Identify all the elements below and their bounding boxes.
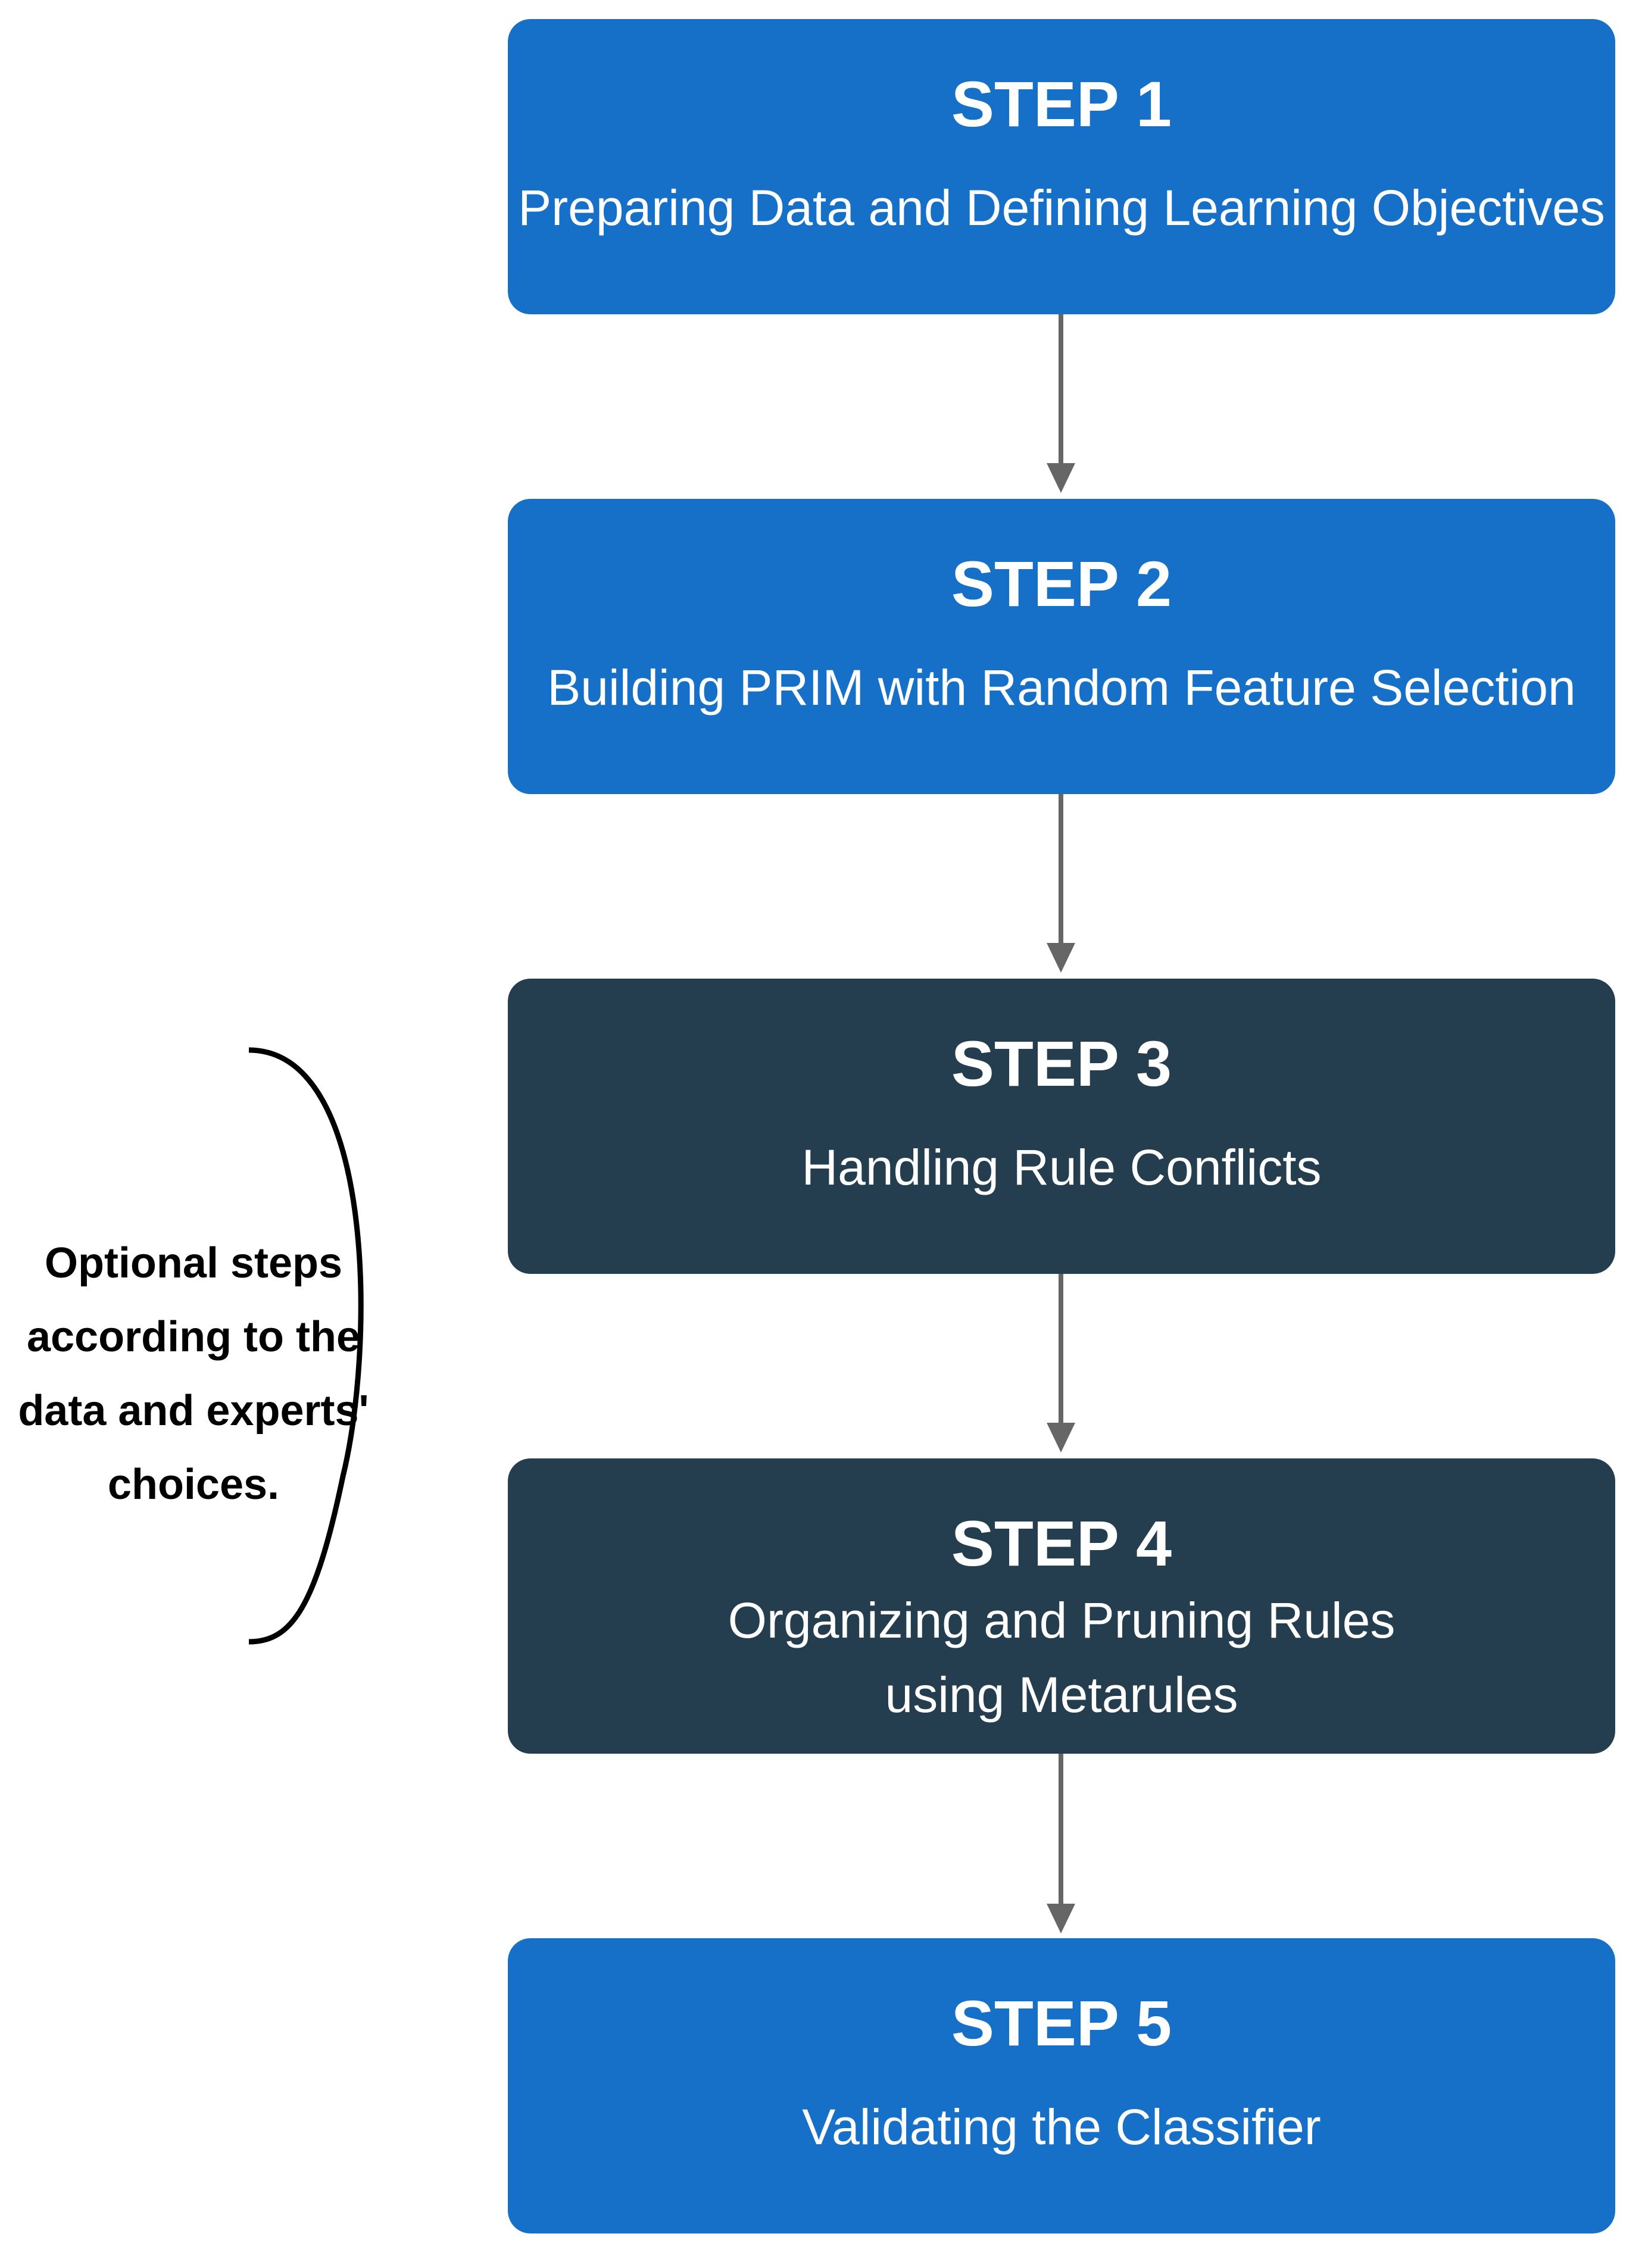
- step-2-box: STEP 2 Building PRIM with Random Feature…: [508, 499, 1615, 794]
- step-5-description: Validating the Classifier: [802, 2099, 1321, 2155]
- step-1-box: STEP 1 Preparing Data and Defining Learn…: [508, 19, 1615, 314]
- step-5-title: STEP 5: [951, 1987, 1172, 2059]
- arrow-step2-to-step3: [1047, 794, 1075, 973]
- step-2-title: STEP 2: [951, 548, 1172, 620]
- step-4-description-line-2: using Metarules: [885, 1667, 1238, 1723]
- step-4-description-line-1: Organizing and Pruning Rules: [728, 1592, 1396, 1648]
- optional-steps-bracket: [248, 1047, 364, 1645]
- step-3-box: STEP 3 Handling Rule Conflicts: [508, 979, 1615, 1274]
- step-1-title: STEP 1: [951, 68, 1172, 140]
- step-3-title: STEP 3: [951, 1027, 1172, 1099]
- arrow-step4-to-step5: [1047, 1754, 1075, 1933]
- step-3-description: Handling Rule Conflicts: [801, 1139, 1322, 1195]
- step-1-description: Preparing Data and Defining Learning Obj…: [518, 180, 1605, 236]
- step-4-description: Organizing and Pruning Rules using Metar…: [508, 1583, 1615, 1732]
- arrow-step1-to-step2: [1047, 314, 1075, 493]
- step-4-box: STEP 4 Organizing and Pruning Rules usin…: [508, 1458, 1615, 1754]
- step-2-description: Building PRIM with Random Feature Select…: [547, 660, 1576, 716]
- arrow-step3-to-step4: [1047, 1274, 1075, 1452]
- step-4-title: STEP 4: [951, 1507, 1172, 1579]
- optional-steps-note: Optional steps according to the data and…: [18, 1239, 369, 1508]
- step-5-box: STEP 5 Validating the Classifier: [508, 1938, 1615, 2233]
